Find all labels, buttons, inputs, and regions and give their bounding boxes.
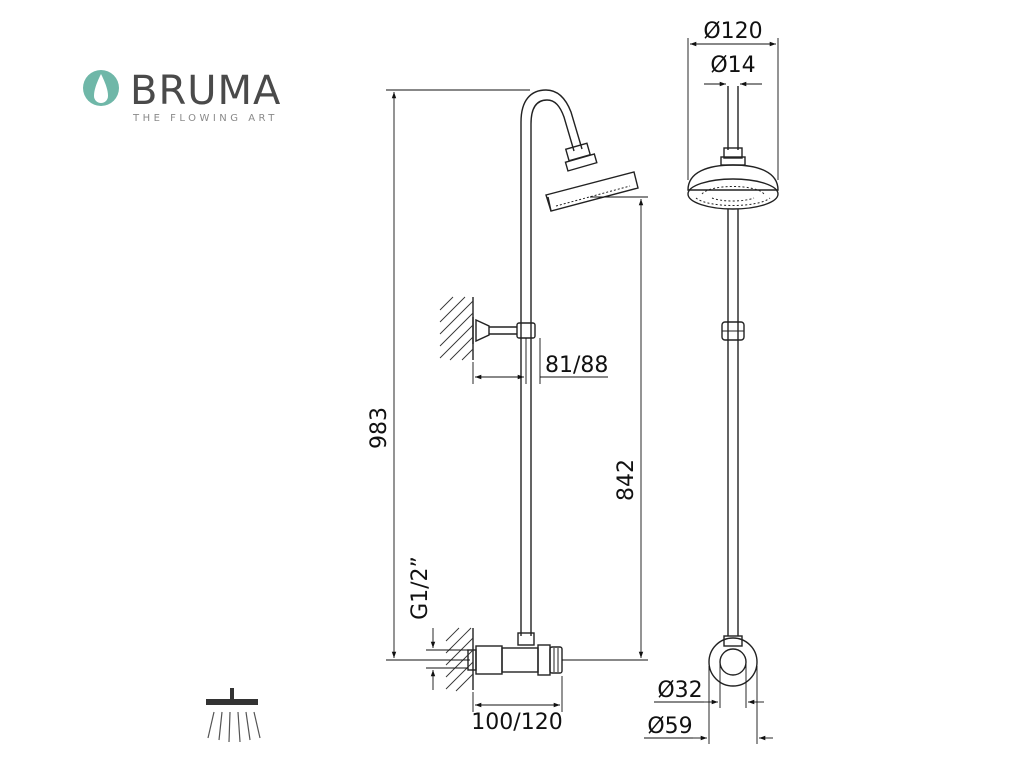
- riser-pipe-outer: [520, 89, 583, 636]
- dimension-983: 983: [367, 89, 530, 661]
- brand-name: BRUMA: [130, 68, 281, 114]
- brand-tagline: THE FLOWING ART: [132, 113, 278, 124]
- side-view: [439, 89, 639, 692]
- dimension-81-88: 81/88: [472, 338, 608, 384]
- dim-thread: G1/2”: [408, 556, 433, 620]
- dim-inner-diameter: Ø32: [657, 678, 702, 703]
- dim-head-diameter: Ø120: [703, 19, 762, 44]
- mixer-body: [467, 632, 563, 676]
- dimension-842: 842: [562, 196, 648, 661]
- dim-total-height: 983: [367, 407, 392, 449]
- wall-hatch-upper: [439, 296, 474, 361]
- dimension-100-120: 100/120: [471, 676, 563, 735]
- dimension-d59: Ø59: [644, 666, 773, 744]
- dimension-thread: G1/2”: [408, 556, 468, 690]
- shower-head-icon: [206, 688, 261, 743]
- front-view: [687, 86, 779, 687]
- dimension-d32: Ø32: [654, 664, 764, 708]
- riser-pipe-inner: [530, 99, 575, 636]
- front-shower-head: [687, 164, 779, 210]
- wall-hatch-lower: [445, 627, 474, 692]
- dim-arm-diameter: Ø14: [710, 53, 755, 78]
- dim-bracket: 81/88: [545, 353, 608, 378]
- dim-head-height: 842: [614, 459, 639, 501]
- brand-logo: BRUMA THE FLOWING ART: [83, 68, 281, 124]
- side-shower-head: [545, 171, 639, 212]
- dim-outer-diameter: Ø59: [647, 714, 692, 739]
- drop-icon: [83, 70, 119, 106]
- dimension-d14: Ø14: [704, 53, 762, 87]
- dim-mixer-width: 100/120: [471, 710, 562, 735]
- dimension-d120: Ø120: [687, 19, 779, 180]
